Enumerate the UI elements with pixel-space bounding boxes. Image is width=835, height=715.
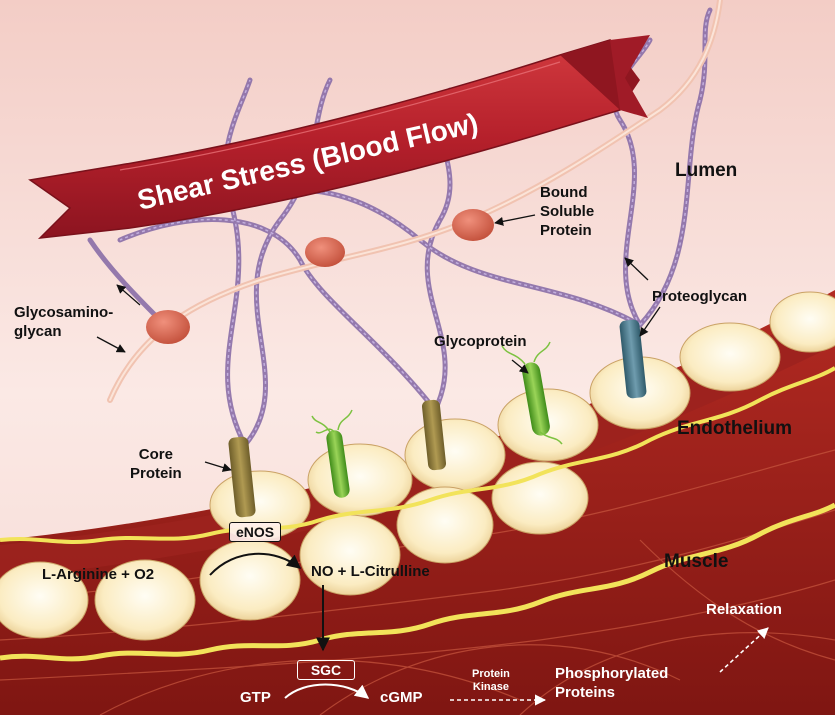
muscle-label: Muscle (664, 551, 728, 573)
proteoglycan-label: Proteoglycan (652, 287, 747, 306)
muscle-cell (200, 540, 300, 620)
cgmp-label: cGMP (380, 688, 423, 707)
kinase-label: Protein Kinase (472, 668, 510, 694)
sgc-box: SGC (297, 660, 355, 680)
enos-box: eNOS (229, 522, 281, 542)
phosphorylated-proteins-line1: Phosphorylated (555, 664, 668, 683)
core-protein-label-line2: Protein (130, 464, 182, 483)
glycosaminoglycan-label-line2: glycan (14, 322, 113, 341)
muscle-cell (300, 515, 400, 595)
bound-protein-label-line1: Bound (540, 183, 594, 202)
bound-protein (452, 209, 494, 241)
endothelium-label: Endothelium (677, 418, 792, 440)
kinase-label-line2: Kinase (472, 681, 510, 694)
phosphorylated-proteins-label: Phosphorylated Proteins (555, 664, 668, 702)
core-protein-label-line1: Core (130, 445, 182, 464)
lumen-label: Lumen (675, 160, 737, 182)
glycosaminoglycan-label: Glycosamino- glycan (14, 303, 113, 341)
glycoprotein-label: Glycoprotein (434, 332, 527, 351)
bound-protein (146, 310, 190, 344)
muscle-cell (397, 487, 493, 563)
phosphorylated-proteins-line2: Proteins (555, 683, 668, 702)
gtp-label: GTP (240, 688, 271, 707)
relaxation-label: Relaxation (706, 600, 782, 619)
kinase-label-line1: Protein (472, 668, 510, 681)
core-protein-label: Core Protein (130, 445, 182, 483)
bound-protein (305, 237, 345, 267)
glycosaminoglycan-label-line1: Glycosamino- (14, 303, 113, 322)
endothelial-cell (308, 444, 412, 516)
substrate-label: L-Arginine + O2 (42, 565, 154, 584)
bound-protein-label: Bound Soluble Protein (540, 183, 594, 240)
product-label: NO + L-Citrulline (311, 562, 430, 581)
endothelial-cell (405, 419, 505, 491)
endothelial-cell (680, 323, 780, 391)
bound-protein-label-line2: Soluble (540, 202, 594, 221)
bound-protein-label-line3: Protein (540, 221, 594, 240)
